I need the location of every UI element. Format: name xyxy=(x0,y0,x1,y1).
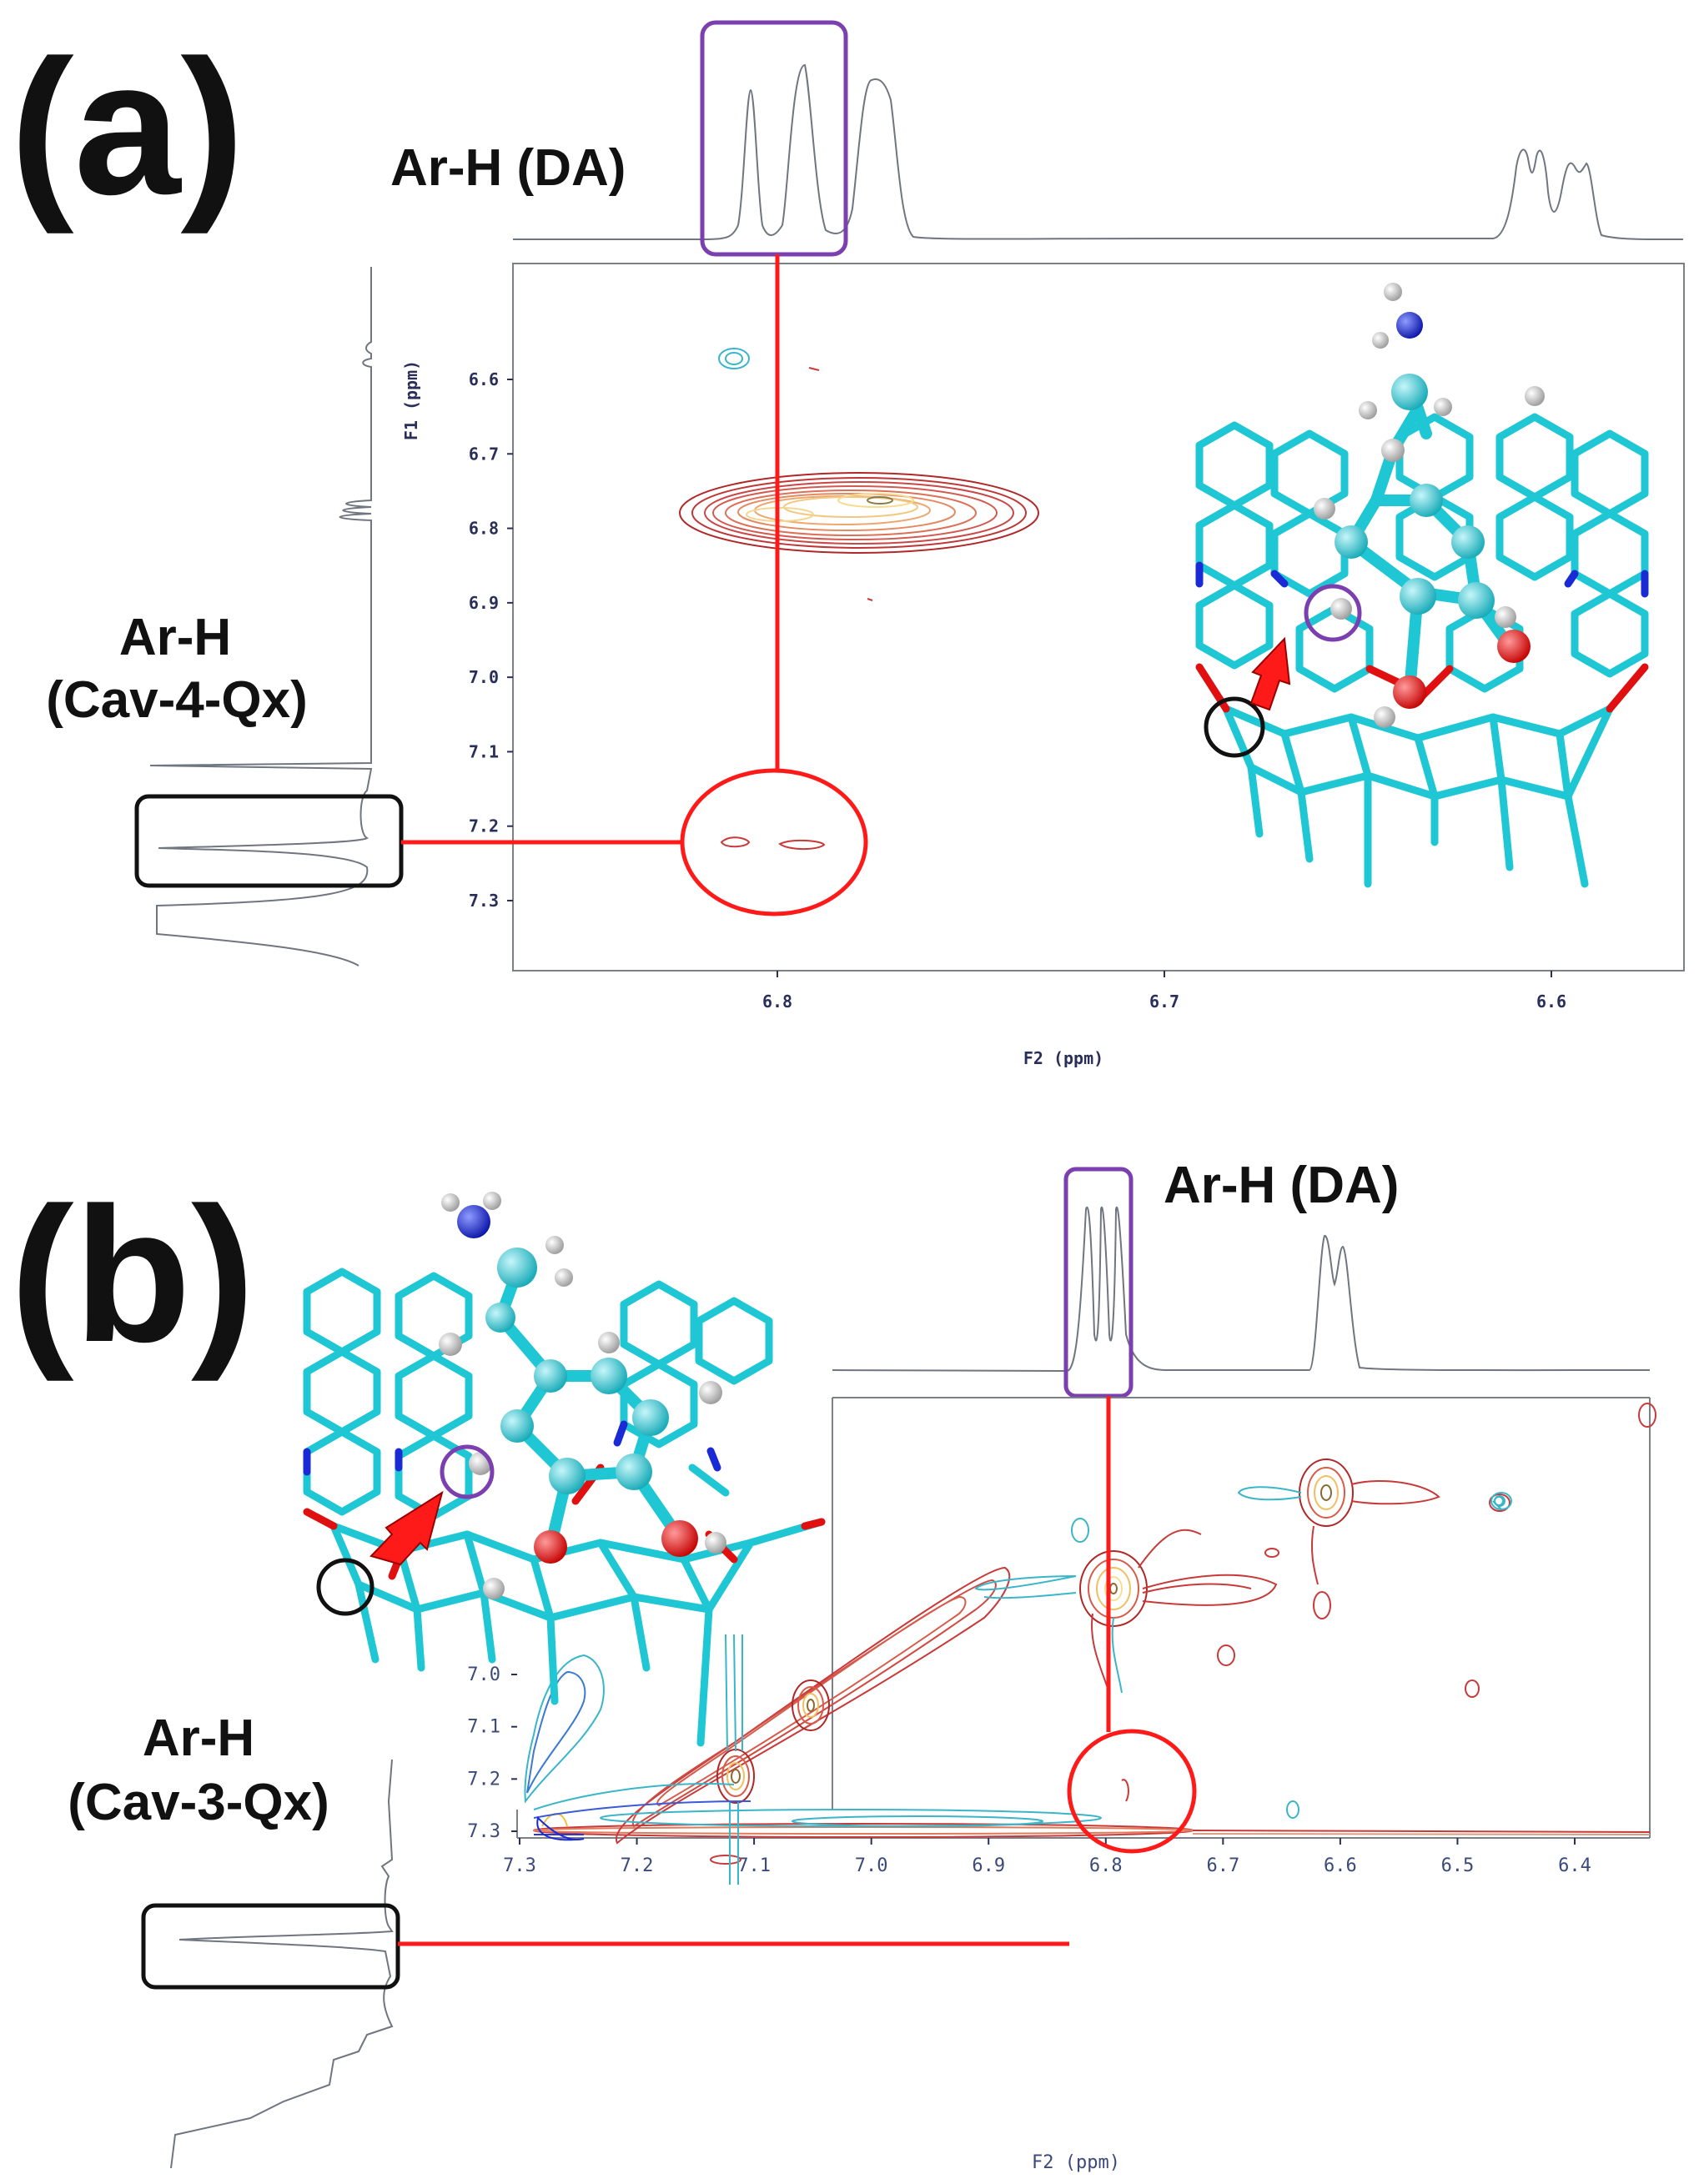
panel-a-cav-proton-circle xyxy=(1204,696,1265,758)
panel-b-diagonal xyxy=(533,1813,1651,1865)
cross-peak-b-705 xyxy=(792,1679,830,1731)
x-tick-label: 6.7 xyxy=(1206,1855,1239,1876)
x-tick-label: 6.6 xyxy=(1324,1855,1357,1876)
panel-a-y-axis: 6.6 6.7 6.8 6.9 7.0 7.1 7.2 7.3 xyxy=(469,369,513,911)
panel-a-x-axis: 6.8 6.7 6.6 xyxy=(762,971,1566,1012)
panel-b-x-axis-title: F2 (ppm) xyxy=(1032,2152,1120,2173)
panel-a-da-proton-circle xyxy=(1304,584,1362,642)
panel-b-cav-proton-circle xyxy=(316,1558,374,1616)
cross-peak-b-678 xyxy=(974,1518,1278,1694)
cross-peak-a-nOe xyxy=(720,836,826,851)
panel-b-left-peak-label-line1: Ar-H xyxy=(143,1710,254,1767)
panel-a-f1-projection xyxy=(149,267,373,966)
panel-b-f1-projection xyxy=(170,1759,394,2169)
x-tick-label: 6.6 xyxy=(1536,992,1566,1012)
x-tick-label: 6.5 xyxy=(1441,1855,1475,1876)
y-tick-label: 6.7 xyxy=(469,444,499,464)
panel-a-molecule-model xyxy=(1195,283,1649,888)
panel-a-y-axis-title: F1 (ppm) xyxy=(401,360,421,440)
panel-b-da-proton-circle xyxy=(440,1444,495,1499)
panel-a-left-peak-label-line2: (Cav-4-Qx) xyxy=(46,671,308,729)
panel-b-top-peak-label: Ar-H (DA) xyxy=(1164,1157,1399,1214)
panel-b-y-axis: 7.0 7.1 7.2 7.3 xyxy=(467,1664,517,1842)
y-tick-label: 6.6 xyxy=(469,369,499,389)
panel-a: (a) Ar-H (DA) Ar-H (Cav-4-Qx) 6.66.76.86… xyxy=(10,20,1685,1068)
y-tick-label: 7.2 xyxy=(469,816,499,836)
y-tick-label: 7.3 xyxy=(469,891,499,911)
panel-b-f2-projection xyxy=(832,1206,1651,1373)
cross-peak-a-main xyxy=(679,472,1039,554)
x-tick-label: 7.3 xyxy=(503,1855,536,1876)
y-tick-label: 6.8 xyxy=(469,519,499,539)
panel-a-da-highlight-box xyxy=(700,20,848,257)
panel-a-connector xyxy=(401,254,868,916)
panel-a-nOe-arrow xyxy=(1249,636,1291,711)
cross-peak-b-659 xyxy=(1217,1403,1656,1819)
y-tick-label: 7.1 xyxy=(467,1717,500,1738)
panel-a-contours xyxy=(679,348,1039,851)
panel-a-f2-projection xyxy=(513,63,1684,241)
panel-a-left-peak-label-line1: Ar-H xyxy=(119,609,231,666)
y-tick-label: 7.3 xyxy=(467,1821,500,1842)
x-tick-label: 6.8 xyxy=(762,992,792,1012)
cross-peak-b-710 xyxy=(716,1634,755,1885)
cross-peak-a-negative xyxy=(718,348,750,369)
panel-b-connector xyxy=(398,1396,1197,1946)
y-tick-label: 6.9 xyxy=(469,593,499,613)
x-tick-label: 7.2 xyxy=(621,1855,654,1876)
panel-a-x-axis-title: F2 (ppm) xyxy=(1023,1048,1103,1068)
panel-b-contours xyxy=(524,1403,1656,1885)
y-tick-label: 7.0 xyxy=(469,667,499,687)
y-tick-label: 7.0 xyxy=(467,1664,500,1685)
y-tick-label: 7.1 xyxy=(469,741,499,761)
panel-b-da-highlight-box xyxy=(1063,1167,1133,1398)
panel-a-letter: (a) xyxy=(10,20,244,234)
panel-b-cav-reference-box xyxy=(141,1903,400,1990)
panel-b-x-axis: 7.3 7.2 7.1 7.0 6.9 6.8 6.7 6.6 6.5 6.4 xyxy=(503,1838,1591,1876)
panel-b-molecule-model xyxy=(303,1192,826,1747)
panel-b-negative-band xyxy=(524,1654,1102,1841)
cross-peak-b-ridge xyxy=(615,1566,1011,1845)
panel-a-top-peak-label: Ar-H (DA) xyxy=(390,139,626,197)
y-tick-label: 7.2 xyxy=(467,1769,500,1790)
panel-b-nOe-arrow xyxy=(369,1490,444,1566)
x-tick-label: 6.4 xyxy=(1558,1855,1591,1876)
panel-b-left-peak-label-line2: (Cav-3-Qx) xyxy=(68,1774,329,1831)
panel-b-letter: (b) xyxy=(10,1167,255,1382)
panel-b: (b) Ar-H (DA) Ar-H (Cav-3-Qx) 7.07.17.27… xyxy=(10,1157,1656,2173)
x-tick-label: 7.1 xyxy=(737,1855,771,1876)
x-tick-label: 6.7 xyxy=(1149,992,1179,1012)
x-tick-label: 6.9 xyxy=(972,1855,1005,1876)
x-tick-label: 7.0 xyxy=(855,1855,888,1876)
x-tick-label: 6.8 xyxy=(1089,1855,1123,1876)
